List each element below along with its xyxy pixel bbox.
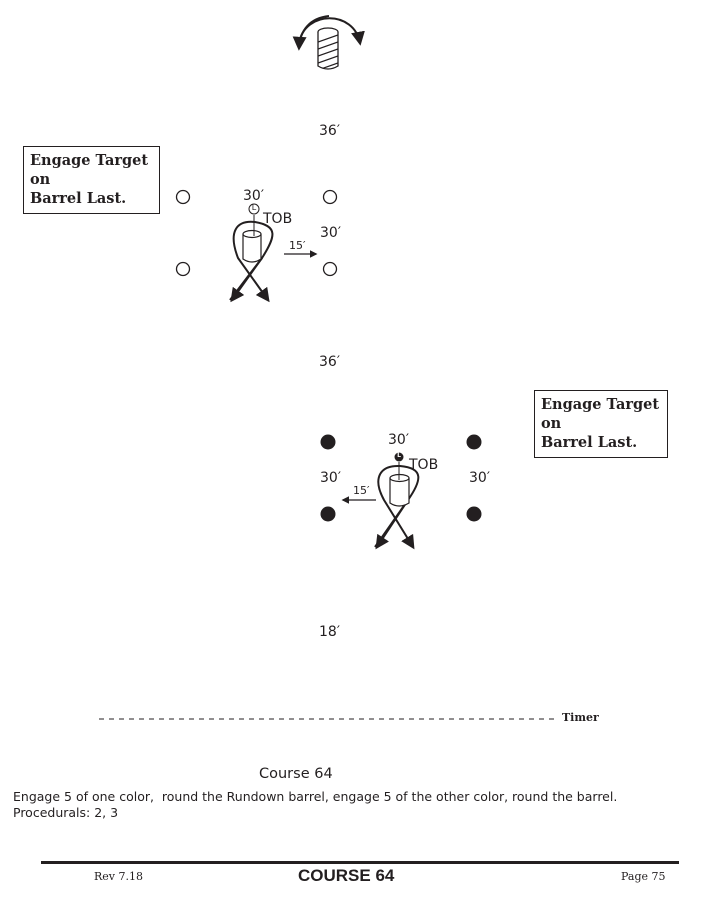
stage1-target-top-right (322, 189, 338, 205)
stage2-target-bottom-left (320, 506, 336, 522)
stage2-barrel (341, 452, 420, 550)
rundown-barrel-icon (292, 15, 365, 70)
tob-label-stage1: TOB (263, 211, 293, 227)
stage2-target-top-left (320, 434, 336, 450)
footer-rule (41, 861, 679, 864)
footer-page-number: Page 75 (621, 870, 666, 883)
course-caption-title: Course 64 (259, 766, 333, 782)
stage2-barrel-target (394, 452, 404, 462)
stage2-target-bottom-right (466, 506, 482, 522)
footer-title: COURSE 64 (298, 866, 395, 885)
stage1-barrel-target-label: L (251, 203, 257, 212)
stage1-note-line1: Engage Target on (30, 152, 149, 188)
stage1-target-bottom-left (175, 261, 191, 277)
stage2-target-array (320, 434, 482, 522)
distance-stage2-offset: 15′ (353, 484, 370, 497)
stage1-target-array (175, 189, 338, 277)
stage1-target-top-left (175, 189, 191, 205)
stage2-barrel-target-label: L (397, 452, 401, 459)
stage1-target-bottom-right (322, 261, 338, 277)
course-procedurals: Procedurals: 2, 3 (13, 805, 119, 820)
distance-stage2-depth-right: 30′ (469, 470, 490, 486)
distance-top-gap: 36′ (319, 123, 340, 139)
timer-label: Timer (562, 711, 599, 724)
stage1-note: Engage Target on Barrel Last. (23, 146, 160, 214)
stage2-note: Engage Target on Barrel Last. (534, 390, 668, 458)
distance-middle-gap: 36′ (319, 354, 340, 370)
stage1-note-line2: Barrel Last. (30, 190, 127, 207)
distance-bottom-gap: 18′ (319, 624, 340, 640)
stage2-note-line2: Barrel Last. (541, 434, 638, 451)
stage2-note-line1: Engage Target on (541, 396, 660, 432)
course-description: Engage 5 of one color, round the Rundown… (13, 789, 618, 804)
stage2-target-top-right (466, 434, 482, 450)
footer-revision: Rev 7.18 (94, 870, 143, 883)
distance-stage2-depth-left: 30′ (320, 470, 341, 486)
stage1-barrel-target (248, 203, 260, 215)
distance-stage1-offset: 15′ (289, 239, 306, 252)
distance-stage1-width: 30′ (243, 188, 264, 204)
stage1-barrel (229, 203, 318, 303)
distance-stage1-depth: 30′ (320, 225, 341, 241)
tob-label-stage2: TOB (409, 457, 439, 473)
distance-stage2-width: 30′ (388, 432, 409, 448)
